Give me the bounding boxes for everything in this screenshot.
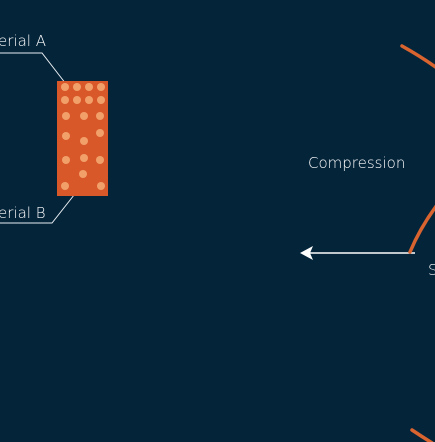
particle-dot [80, 154, 88, 162]
particle-dot [85, 96, 93, 104]
particle-dot [85, 83, 93, 91]
particle-dot [96, 112, 104, 120]
particle-dot [80, 137, 88, 145]
particle-dot [97, 83, 105, 91]
particle-dot [61, 182, 69, 190]
particle-dot [62, 132, 70, 140]
particle-dot [96, 156, 104, 164]
top-arc [400, 44, 435, 69]
bottom-arc [410, 428, 434, 442]
particle-dot [62, 156, 70, 164]
material-b-leader-line [0, 189, 79, 224]
particle-dot [96, 129, 104, 137]
particle-dot [79, 170, 87, 178]
particle-dot [97, 96, 105, 104]
material-a-leader-line [0, 52, 67, 85]
particle-dot [61, 83, 69, 91]
composite-sample [57, 81, 108, 196]
particle-dot [73, 83, 81, 91]
material-b-label: erial B [0, 204, 46, 222]
particle-dot [62, 112, 70, 120]
middle-arc [408, 204, 435, 254]
cropped-label: S [428, 261, 435, 279]
material-a-particles [61, 83, 105, 190]
particle-dot [61, 96, 69, 104]
arrow-head-icon [300, 246, 313, 260]
particle-dot [73, 96, 81, 104]
material-a-label: erial A [0, 32, 46, 50]
particle-dot [80, 112, 88, 120]
compression-label: Compression [308, 154, 405, 172]
compression-arrow [300, 246, 415, 260]
particle-dot [97, 182, 105, 190]
